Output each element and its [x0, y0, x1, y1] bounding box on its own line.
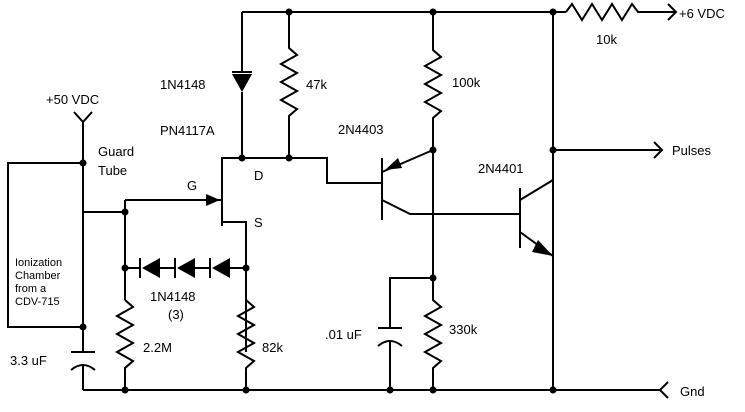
- junction-dots: [79, 8, 557, 394]
- chamber-line-4: CDV-715: [15, 296, 60, 308]
- r47k-label: 47k: [306, 77, 327, 92]
- ground-rail: [83, 381, 669, 399]
- diode-string: [125, 258, 246, 278]
- jfet-g-label: G: [187, 178, 197, 193]
- pnp-2n4403: [381, 149, 520, 220]
- chamber-line-3: from a: [15, 283, 47, 295]
- r100k-label: 100k: [452, 75, 481, 90]
- pnp-label: 2N4403: [338, 122, 384, 137]
- v6-label: +6 VDC: [679, 6, 725, 21]
- guard-label-line2: Tube: [98, 163, 127, 178]
- resistor-47k: [278, 12, 300, 158]
- v50-label: +50 VDC: [46, 92, 99, 107]
- jfet-label: PN4117A: [160, 123, 215, 138]
- v6-terminal: [660, 3, 678, 21]
- resistor-82k: [235, 299, 257, 390]
- c33uf-label: 3.3 uF: [10, 353, 47, 368]
- gnd-label: Gnd: [680, 384, 705, 399]
- capacitor-01uf: [377, 327, 403, 390]
- capacitor-33uf: [70, 351, 96, 390]
- pulses-output: [553, 141, 664, 159]
- r330k-label: 330k: [449, 322, 478, 337]
- jfet-s-label: S: [254, 215, 263, 230]
- npn-label: 2N4401: [478, 161, 524, 176]
- drain-node: [221, 157, 382, 184]
- guard-label-line1: Guard: [98, 144, 134, 159]
- r22m-label: 2.2M: [143, 340, 172, 355]
- diode-string-label: 1N4148: [150, 289, 196, 304]
- jfet-d-label: D: [254, 168, 263, 183]
- resistor-330k: [422, 278, 444, 390]
- diode-top: [232, 55, 252, 158]
- chamber-line-1: Ionization: [15, 257, 62, 269]
- r82k-label: 82k: [262, 340, 283, 355]
- resistor-100k: [422, 12, 444, 150]
- collector-node-wiring: [389, 150, 434, 328]
- jfet-pn4117a: [125, 174, 247, 352]
- diode-top-label: 1N4148: [160, 77, 206, 92]
- v50-terminal: [73, 111, 93, 190]
- guard-gate-wiring: [82, 190, 126, 300]
- r10k-label: 10k: [596, 32, 617, 47]
- resistor-10k: [565, 2, 660, 22]
- diode-string-count: (3): [168, 307, 184, 322]
- resistor-2m2: [114, 299, 136, 390]
- pulses-label: Pulses: [672, 143, 712, 158]
- c01uf-label: .01 uF: [325, 327, 362, 342]
- chamber-line-2: Chamber: [15, 270, 61, 282]
- npn-2n4401: [519, 179, 554, 257]
